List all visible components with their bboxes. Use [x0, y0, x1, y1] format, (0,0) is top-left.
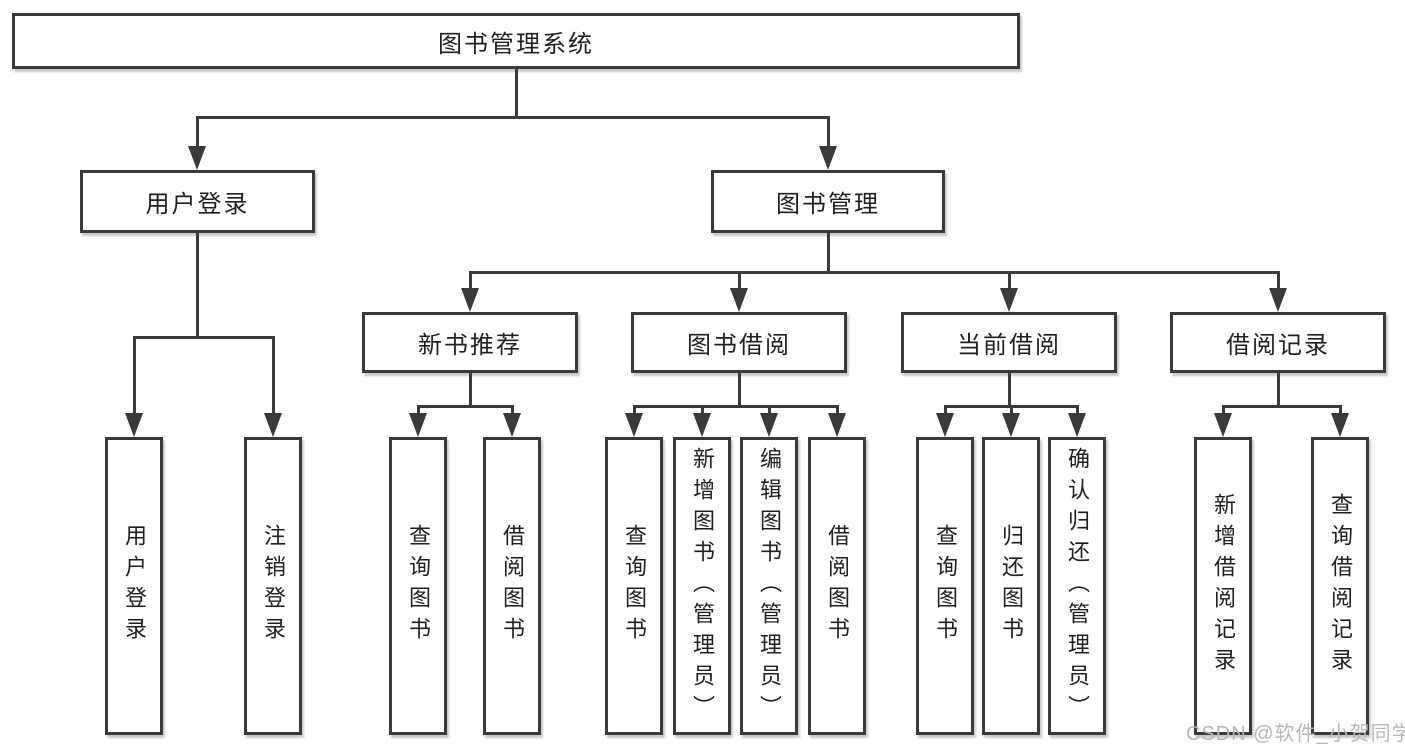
leaf-user-login: 用户登录 — [105, 437, 163, 735]
arrowhead-icon — [1002, 413, 1020, 437]
connector-line — [511, 405, 514, 416]
arrowhead-icon — [1214, 413, 1232, 437]
arrowhead-icon — [760, 413, 778, 437]
leaf-query-books-1-label: 查询图书 — [406, 524, 431, 648]
leaf-borrow-books-1: 借阅图书 — [483, 437, 541, 735]
arrowhead-icon — [730, 288, 748, 312]
arrowhead-icon — [819, 146, 837, 170]
leaf-edit-books-admin: 编辑图书（管理员） — [740, 437, 798, 735]
connector-line — [1008, 373, 1011, 407]
connector-line — [417, 405, 420, 416]
node-new-book-recommend: 新书推荐 — [362, 312, 578, 373]
leaf-add-books-admin-label: 新增图书（管理员） — [690, 446, 715, 726]
arrowhead-icon — [125, 413, 143, 437]
leaf-query-books-2: 查询图书 — [605, 437, 663, 735]
connector-line — [633, 405, 839, 408]
node-book-management-label: 图书管理 — [776, 191, 880, 218]
leaf-query-books-3: 查询图书 — [916, 437, 974, 735]
node-borrow-records-label: 借阅记录 — [1226, 332, 1330, 359]
leaf-logout: 注销登录 — [244, 437, 302, 735]
leaf-add-books-admin: 新增图书（管理员） — [673, 437, 731, 735]
node-user-login-label: 用户登录 — [145, 191, 250, 218]
connector-line — [1222, 405, 1342, 408]
arrowhead-icon — [1269, 288, 1287, 312]
leaf-borrow-books-2-label: 借阅图书 — [825, 524, 850, 648]
connector-line — [196, 116, 830, 119]
node-current-borrow-label: 当前借阅 — [957, 332, 1061, 359]
connector-line — [133, 336, 275, 339]
connector-line — [1008, 271, 1011, 291]
leaf-confirm-return-admin: 确认归还（管理员） — [1048, 437, 1106, 735]
connector-line — [1010, 405, 1013, 416]
leaf-query-books-3-label: 查询图书 — [933, 524, 958, 648]
connector-line — [1339, 405, 1342, 416]
connector-line — [196, 116, 199, 148]
connector-line — [196, 233, 199, 338]
connector-line — [768, 405, 771, 416]
leaf-query-books-1: 查询图书 — [389, 437, 447, 735]
arrowhead-icon — [503, 413, 521, 437]
connector-line — [1076, 405, 1079, 416]
node-book-borrow-label: 图书借阅 — [687, 332, 791, 359]
arrowhead-icon — [1331, 413, 1349, 437]
connector-line — [1222, 405, 1225, 416]
leaf-add-borrow-record-label: 新增借阅记录 — [1211, 493, 1236, 679]
connector-line — [1277, 271, 1280, 291]
node-new-book-recommend-label: 新书推荐 — [418, 332, 522, 359]
arrowhead-icon — [936, 413, 954, 437]
arrowhead-icon — [461, 288, 479, 312]
arrowhead-icon — [264, 413, 282, 437]
arrowhead-icon — [1068, 413, 1086, 437]
node-current-borrow: 当前借阅 — [901, 312, 1117, 373]
leaf-edit-books-admin-label: 编辑图书（管理员） — [757, 446, 782, 726]
node-book-management: 图书管理 — [711, 170, 945, 233]
connector-line — [944, 405, 947, 416]
node-borrow-records: 借阅记录 — [1170, 312, 1386, 373]
leaf-query-borrow-record-label: 查询借阅记录 — [1328, 493, 1353, 679]
arrowhead-icon — [828, 413, 846, 437]
leaf-query-borrow-record: 查询借阅记录 — [1311, 437, 1369, 735]
connector-line — [633, 405, 636, 416]
connector-line — [827, 233, 830, 273]
connector-line — [417, 405, 514, 408]
leaf-add-borrow-record: 新增借阅记录 — [1194, 437, 1252, 735]
arrowhead-icon — [1000, 288, 1018, 312]
node-user-login: 用户登录 — [80, 170, 315, 233]
connector-line — [469, 271, 472, 291]
node-root-label: 图书管理系统 — [438, 30, 594, 58]
leaf-borrow-books-1-label: 借阅图书 — [500, 524, 525, 648]
connector-line — [133, 336, 136, 416]
arrowhead-icon — [625, 413, 643, 437]
leaf-borrow-books-2: 借阅图书 — [808, 437, 866, 735]
connector-line — [738, 271, 741, 291]
leaf-logout-label: 注销登录 — [261, 524, 286, 648]
leaf-user-login-label: 用户登录 — [122, 524, 147, 648]
connector-line — [469, 373, 472, 407]
leaf-confirm-return-admin-label: 确认归还（管理员） — [1065, 446, 1090, 726]
connector-line — [272, 336, 275, 416]
connector-line — [515, 68, 518, 118]
node-root: 图书管理系统 — [12, 13, 1020, 69]
node-book-borrow: 图书借阅 — [631, 312, 847, 373]
leaf-query-books-2-label: 查询图书 — [622, 524, 647, 648]
connector-line — [827, 116, 830, 148]
watermark: CSDN @软件_小贺同学 — [1186, 723, 1405, 745]
connector-line — [701, 405, 704, 416]
arrowhead-icon — [693, 413, 711, 437]
connector-line — [469, 271, 1280, 274]
arrowhead-icon — [188, 146, 206, 170]
connector-line — [836, 405, 839, 416]
leaf-return-books-label: 归还图书 — [999, 524, 1024, 648]
arrowhead-icon — [409, 413, 427, 437]
leaf-return-books: 归还图书 — [982, 437, 1040, 735]
connector-line — [1277, 373, 1280, 407]
connector-line — [738, 373, 741, 407]
